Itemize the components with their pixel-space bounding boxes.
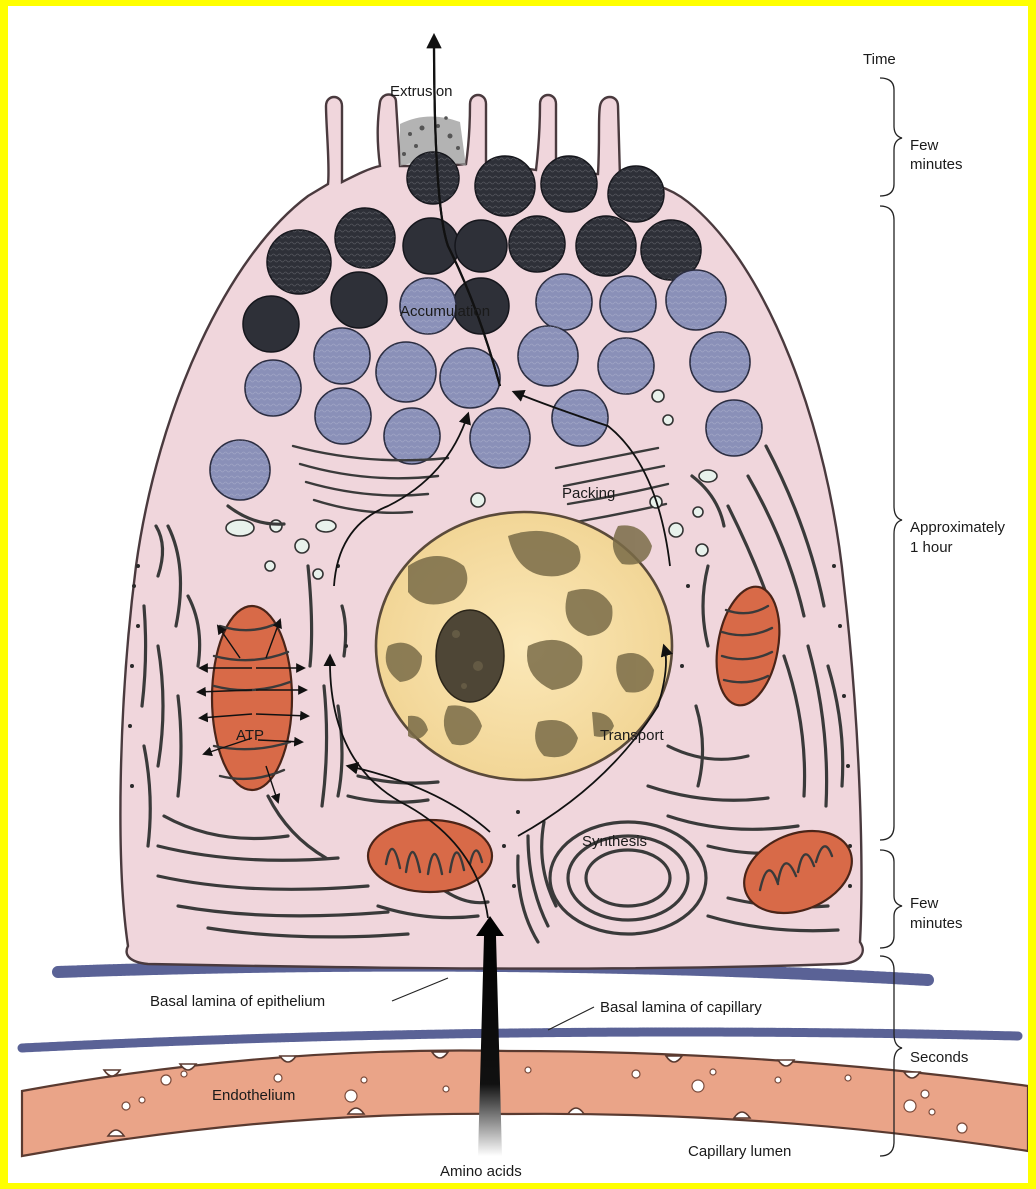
basal-lamina-capillary bbox=[22, 1032, 1018, 1048]
endothelium bbox=[22, 1051, 1028, 1157]
label-endothelium: Endothelium bbox=[212, 1087, 295, 1104]
label-atp: ATP bbox=[236, 727, 264, 744]
label-few-minutes-top-1: Few bbox=[910, 137, 939, 154]
label-basal-lamina-capillary: Basal lamina of capillary bbox=[600, 999, 762, 1016]
label-few-minutes-bottom-2: minutes bbox=[910, 915, 963, 932]
label-packing: Packing bbox=[562, 485, 615, 502]
label-approximately: Approximately bbox=[910, 519, 1006, 536]
label-few-minutes-top-2: minutes bbox=[910, 156, 963, 173]
label-accumulation: Accumulation bbox=[400, 303, 490, 320]
nucleolus bbox=[436, 610, 504, 702]
diagram-frame: Time Few minutes Approximately 1 hour Fe… bbox=[8, 6, 1028, 1183]
label-synthesis: Synthesis bbox=[582, 833, 647, 850]
secretory-cell-diagram: Time Few minutes Approximately 1 hour Fe… bbox=[8, 6, 1028, 1183]
label-few-minutes-bottom-1: Few bbox=[910, 895, 939, 912]
label-capillary-lumen: Capillary lumen bbox=[688, 1143, 791, 1160]
label-basal-lamina-epithelium: Basal lamina of epithelium bbox=[150, 993, 325, 1010]
label-transport: Transport bbox=[600, 727, 664, 744]
mitochondrion-bottom-left bbox=[368, 820, 492, 892]
time-braces bbox=[880, 78, 902, 1156]
label-1-hour: 1 hour bbox=[910, 539, 953, 556]
label-extrusion: Extrusion bbox=[390, 83, 453, 100]
label-amino-acids: Amino acids bbox=[440, 1163, 522, 1180]
label-time: Time bbox=[863, 51, 896, 68]
label-seconds: Seconds bbox=[910, 1049, 968, 1066]
